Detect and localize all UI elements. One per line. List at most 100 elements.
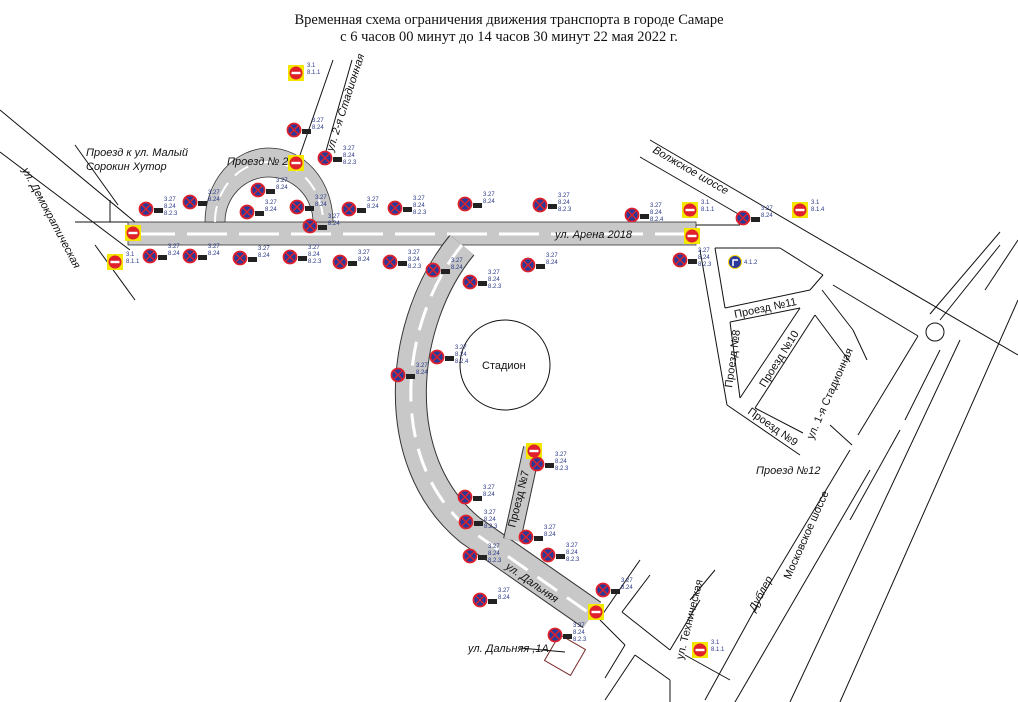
building-dalnyaya-1a <box>543 633 587 677</box>
zone-plate-icon <box>445 356 454 361</box>
no-stopping-cross <box>532 459 542 469</box>
sign-code-label: 3.27 <box>416 363 428 369</box>
no-entry-bar <box>795 208 805 212</box>
sign-code-label: 3.27 <box>168 244 180 250</box>
road-signs: 3.18.1.13.18.1.13.18.1.13.18.1.43.18.1.1… <box>107 63 825 658</box>
no-stopping-sign: 3.278.248.2.3 <box>462 270 502 290</box>
label-demokraticheskaya: ул. Демократическая <box>19 165 83 271</box>
zone-plate-icon <box>154 208 163 213</box>
no-stopping-sign: 3.278.24 <box>142 244 180 264</box>
sign-code-label: 3.27 <box>484 510 496 516</box>
zone-plate-icon <box>441 269 450 274</box>
sign-code-label: 3.27 <box>566 543 578 549</box>
sign-code-label: 4.1.2 <box>744 260 758 266</box>
zone-plate-icon <box>398 261 407 266</box>
no-stopping-cross <box>305 221 315 231</box>
zone-plate-icon <box>357 208 366 213</box>
no-stopping-sign: 3.278.24 <box>182 244 220 264</box>
sign-code-label: 3.1 <box>126 252 135 258</box>
sign-code-label: 3.27 <box>555 452 567 458</box>
zone-plate-icon <box>318 225 327 230</box>
road-curve-markings <box>409 244 593 617</box>
sign-code-label: 3.27 <box>343 146 355 152</box>
zone-plate-icon <box>611 589 620 594</box>
no-stopping-sign: 3.278.248.2.3 <box>138 197 178 217</box>
no-entry-bar <box>291 161 301 165</box>
no-stopping-cross <box>320 153 330 163</box>
no-stopping-sign: 3.278.248.2.3 <box>387 196 427 216</box>
zone-plate-icon <box>534 536 543 541</box>
no-entry-bar <box>529 449 539 453</box>
sign-code-label: 3.27 <box>451 258 463 264</box>
closed-roads <box>127 147 697 629</box>
sign-code-label: 8.24 <box>328 221 340 227</box>
no-stopping-sign: 3.278.248.2.3 <box>547 623 587 643</box>
no-entry-bar <box>128 231 138 235</box>
no-stopping-sign: 3.278.24 <box>457 192 495 212</box>
no-entry-bar <box>591 610 601 614</box>
sign-code-label: 3.27 <box>544 525 556 531</box>
sign-code-label: 3.27 <box>621 578 633 584</box>
sign-code-label: 8.24 <box>698 255 710 261</box>
zone-plate-icon <box>403 207 412 212</box>
no-stopping-sign: 3.278.248.2.3 <box>532 193 572 213</box>
sign-code-label: 8.2.3 <box>698 262 712 268</box>
sign-code-label: 8.24 <box>413 203 425 209</box>
no-stopping-sign: 3.278.24 <box>425 258 463 278</box>
no-stopping-sign: 3.278.24 <box>302 214 340 234</box>
sign-code-label: 3.27 <box>265 200 277 206</box>
sign-code-label: 8.2.3 <box>558 207 572 213</box>
no-stopping-cross <box>145 251 155 261</box>
no-entry-sign: 3.18.1.1 <box>107 252 140 270</box>
sign-code-label: 8.2.3 <box>488 558 502 564</box>
sign-code-label: 8.24 <box>621 585 633 591</box>
sign-code-label: 8.24 <box>315 202 327 208</box>
sign-code-label: 3.27 <box>208 190 220 196</box>
road-proezd-7 <box>504 446 540 542</box>
no-stopping-cross <box>385 257 395 267</box>
zone-plate-icon <box>473 203 482 208</box>
no-entry-sign: 3.18.1.1 <box>288 63 321 81</box>
zone-plate-icon <box>198 255 207 260</box>
map-title-line1: Временная схема ограничения движения тра… <box>294 12 724 28</box>
sign-code-label: 8.24 <box>276 185 288 191</box>
sign-code-label: 3.27 <box>367 197 379 203</box>
sign-code-label: 8.24 <box>555 459 567 465</box>
sign-code-label: 8.24 <box>168 251 180 257</box>
no-stopping-cross <box>465 551 475 561</box>
no-stopping-sign: 3.278.24 <box>289 195 327 215</box>
zone-plate-icon <box>563 634 572 639</box>
no-stopping-cross <box>523 260 533 270</box>
no-stopping-cross <box>460 199 470 209</box>
sign-code-label: 3.27 <box>488 270 500 276</box>
sign-code-label: 8.2.3 <box>566 557 580 563</box>
sign-code-label: 3.27 <box>698 248 710 254</box>
sign-code-label: 8.1.4 <box>811 207 825 213</box>
sign-code-label: 8.1.1 <box>701 207 715 213</box>
no-entry-sign: 3.18.1.1 <box>682 200 715 218</box>
label-proezd-maly-1: Проезд к ул. Малый <box>86 147 188 159</box>
sign-code-label: 8.2.3 <box>573 637 587 643</box>
no-stopping-cross <box>675 255 685 265</box>
road-proezd-2-markings <box>214 161 324 223</box>
no-stopping-cross <box>475 595 485 605</box>
sign-code-label: 8.24 <box>451 265 463 271</box>
no-stopping-sign: 3.278.248.2.3 <box>382 250 422 270</box>
no-stopping-sign: 3.278.248.2.3 <box>672 248 712 268</box>
sign-code-label: 8.24 <box>367 204 379 210</box>
no-stopping-sign: 3.278.248.2.3 <box>529 452 569 472</box>
no-stopping-cross <box>335 257 345 267</box>
sign-code-label: 3.27 <box>546 253 558 259</box>
zone-plate-icon <box>302 129 311 134</box>
sign-code-label: 8.24 <box>208 251 220 257</box>
no-stopping-cross <box>185 251 195 261</box>
no-entry-sign: 3.18.1.4 <box>792 200 825 218</box>
no-stopping-sign: 3.278.24 <box>182 190 220 210</box>
sign-code-label: 8.2.3 <box>408 264 422 270</box>
sign-code-label: 8.24 <box>566 550 578 556</box>
sign-code-label: 3.27 <box>558 193 570 199</box>
sign-code-label: 8.24 <box>308 252 320 258</box>
sign-code-label: 8.2.3 <box>164 211 178 217</box>
no-stopping-cross <box>344 204 354 214</box>
